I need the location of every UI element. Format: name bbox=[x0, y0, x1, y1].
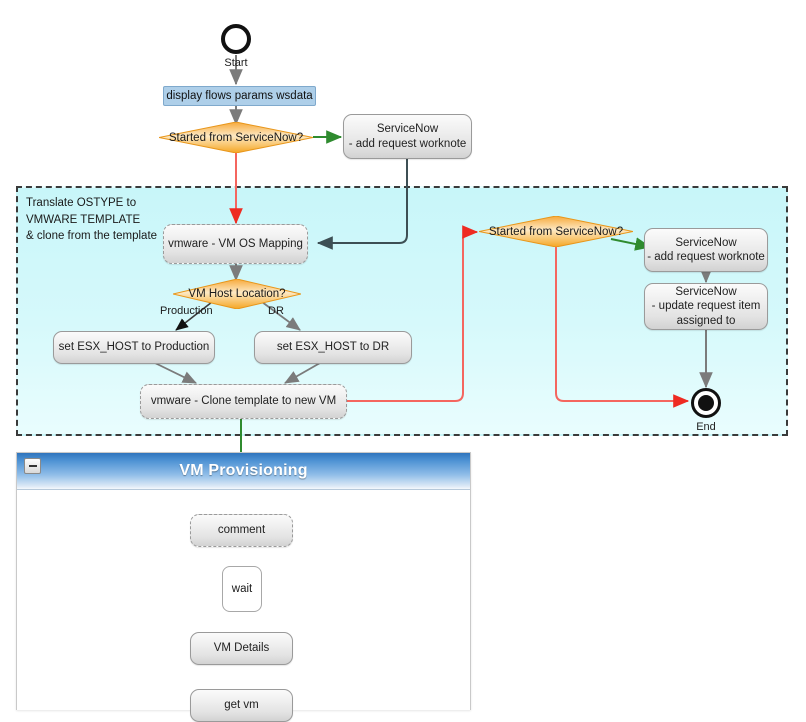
panel-title: VM Provisioning bbox=[179, 462, 308, 479]
node-servicenow-add-request-worknote-1[interactable]: ServiceNow - add request worknote bbox=[343, 114, 472, 159]
node-label: Started from ServiceNow? bbox=[168, 131, 304, 144]
edge-label-production: Production bbox=[160, 305, 213, 317]
node-comment[interactable]: comment bbox=[190, 514, 293, 547]
end-node[interactable] bbox=[691, 388, 721, 418]
node-vmware-vm-os-mapping[interactable]: vmware - VM OS Mapping bbox=[163, 224, 308, 264]
node-vm-details[interactable]: VM Details bbox=[190, 632, 293, 665]
minus-glyph bbox=[28, 465, 37, 467]
node-decision-vm-host-location[interactable]: VM Host Location? bbox=[173, 279, 301, 309]
node-servicenow-update-request-item[interactable]: ServiceNow - update request item assigne… bbox=[644, 283, 768, 330]
collapse-icon[interactable] bbox=[24, 458, 41, 474]
group-translate-ostype-label: Translate OSTYPE to VMWARE TEMPLATE & cl… bbox=[26, 197, 158, 243]
node-label: VM Host Location? bbox=[188, 288, 286, 300]
node-set-esx-host-to-dr[interactable]: set ESX_HOST to DR bbox=[254, 331, 412, 364]
node-label: Started from ServiceNow? bbox=[488, 225, 624, 238]
node-decision-started-from-servicenow-2[interactable]: Started from ServiceNow? bbox=[479, 216, 633, 247]
start-node[interactable] bbox=[221, 24, 251, 54]
node-wait[interactable]: wait bbox=[222, 566, 262, 612]
diamond-shape bbox=[173, 279, 301, 309]
edge-label-dr: DR bbox=[268, 305, 284, 317]
end-node-core bbox=[698, 395, 714, 411]
node-get-vm[interactable]: get vm bbox=[190, 689, 293, 722]
start-label: Start bbox=[224, 57, 248, 69]
node-set-esx-host-to-production[interactable]: set ESX_HOST to Production bbox=[53, 331, 215, 364]
diamond-shape bbox=[159, 122, 313, 153]
node-servicenow-add-request-worknote-2[interactable]: ServiceNow - add request worknote bbox=[644, 228, 768, 272]
node-decision-started-from-servicenow-1[interactable]: Started from ServiceNow? bbox=[159, 122, 313, 153]
diamond-shape bbox=[479, 216, 633, 247]
panel-header: VM Provisioning bbox=[17, 453, 470, 490]
end-label: End bbox=[696, 421, 716, 433]
node-vmware-clone-template-to-new-vm[interactable]: vmware - Clone template to new VM bbox=[140, 384, 347, 419]
node-display-flows-params-wsdata[interactable]: display flows params wsdata bbox=[163, 86, 316, 106]
